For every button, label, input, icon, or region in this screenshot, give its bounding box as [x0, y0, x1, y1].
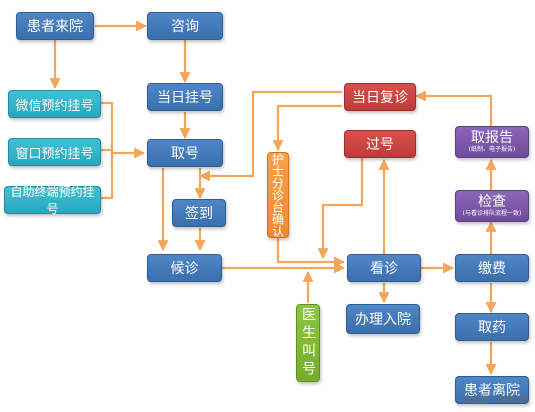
node-consult[interactable]: 咨询 — [147, 12, 223, 40]
node-get-report[interactable]: 取报告 (纸制、电子报告) — [455, 126, 529, 158]
node-leave[interactable]: 患者离院 — [455, 376, 529, 404]
node-missed-number[interactable]: 过号 — [344, 130, 416, 158]
edge-missed-waiting — [317, 150, 364, 260]
node-payment[interactable]: 缴费 — [455, 254, 529, 282]
watermark: 众议广 1688 — [462, 393, 527, 406]
edge-revisit-getnum — [198, 90, 342, 182]
node-sign-in[interactable]: 签到 — [172, 199, 226, 227]
node-admission[interactable]: 办理入院 — [346, 304, 420, 334]
node-wechat-booking[interactable]: 微信预约挂号 — [8, 90, 101, 118]
get-report-note: (纸制、电子报告) — [468, 146, 516, 153]
edge-booking-bracket — [101, 101, 114, 200]
node-examination[interactable]: 检查 (与看诊排队流程一致) — [455, 190, 529, 222]
node-doctor-call[interactable]: 医生叫号 — [296, 304, 320, 382]
node-nurse-confirm[interactable]: 护士分诊台确认 — [267, 152, 289, 238]
node-window-booking[interactable]: 窗口预约挂号 — [8, 138, 101, 166]
node-consultation[interactable]: 看诊 — [347, 254, 421, 282]
node-waiting[interactable]: 候诊 — [147, 254, 222, 282]
node-get-medicine[interactable]: 取药 — [455, 313, 529, 341]
node-kiosk-booking[interactable]: 自助终端预约挂号 — [4, 185, 101, 216]
examination-note: (与看诊排队流程一致) — [462, 210, 522, 217]
edge-nurse-consultation — [276, 238, 346, 268]
node-patient-arrive[interactable]: 患者来院 — [16, 12, 94, 40]
node-same-day-revisit[interactable]: 当日复诊 — [344, 83, 416, 111]
examination-label: 检查 — [478, 194, 506, 210]
node-get-number[interactable]: 取号 — [147, 139, 223, 167]
edge-revisit-nurse — [272, 104, 342, 152]
get-report-label: 取报告 — [471, 130, 513, 146]
edge-report-revisit — [414, 90, 493, 126]
node-same-day-register[interactable]: 当日挂号 — [147, 83, 223, 111]
